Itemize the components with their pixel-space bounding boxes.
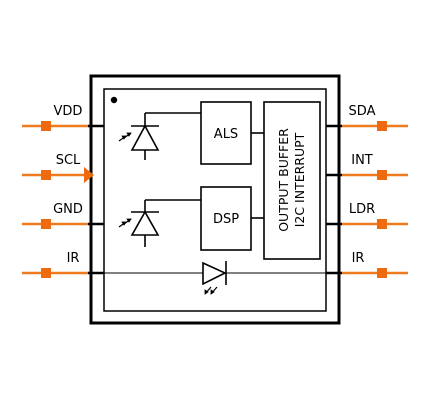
pin-pad (41, 268, 51, 278)
pin-label-ldr: LDR (349, 202, 375, 217)
clock-input-arrow-icon (84, 167, 94, 183)
photodiode-icon (118, 112, 201, 160)
dsp-label: DSP (213, 212, 239, 227)
left-pin-ir: IR (22, 251, 91, 278)
pin-stubs (88, 124, 342, 275)
output-buffer-label: OUTPUT BUFFER (276, 128, 291, 232)
pin-label-gnd: GND (53, 202, 83, 217)
pin-label-vdd: VDD (54, 104, 83, 119)
output-buffer-label-group: OUTPUT BUFFER I2C INTERRUPT (276, 128, 307, 232)
right-pin-int: INT (339, 153, 408, 180)
ir-led-icon (202, 261, 227, 295)
pin-pad (377, 268, 387, 278)
left-pin-scl: SCL (22, 153, 94, 183)
pin-pad (41, 121, 51, 131)
pin-pad (377, 121, 387, 131)
pin-label-ir-left: IR (67, 251, 80, 266)
right-pin-ldr: LDR (339, 202, 408, 229)
pin-pad (41, 170, 51, 180)
left-pin-gnd: GND (22, 202, 91, 229)
pin-label-int: INT (351, 153, 373, 168)
pin-pad (377, 170, 387, 180)
als-block (200, 101, 252, 165)
pin-pad (41, 219, 51, 229)
pin-label-ir-right: IR (352, 251, 365, 266)
pin1-dot-icon (110, 96, 118, 104)
output-buffer-block (263, 101, 321, 260)
pin-label-scl: SCL (56, 153, 81, 168)
photodiode-icon (118, 199, 201, 247)
package-outer-frame (89, 74, 341, 325)
pin-pad (377, 219, 387, 229)
i2c-interrupt-label: I2C INTERRUPT (292, 132, 307, 227)
right-pin-sda: SDA (339, 104, 408, 131)
als-label: ALS (214, 127, 238, 142)
dsp-block (200, 186, 252, 251)
right-pin-ir: IR (339, 251, 408, 278)
pin-label-sda: SDA (349, 104, 376, 119)
left-pin-vdd: VDD (22, 104, 91, 131)
package-inner-frame (103, 88, 327, 312)
